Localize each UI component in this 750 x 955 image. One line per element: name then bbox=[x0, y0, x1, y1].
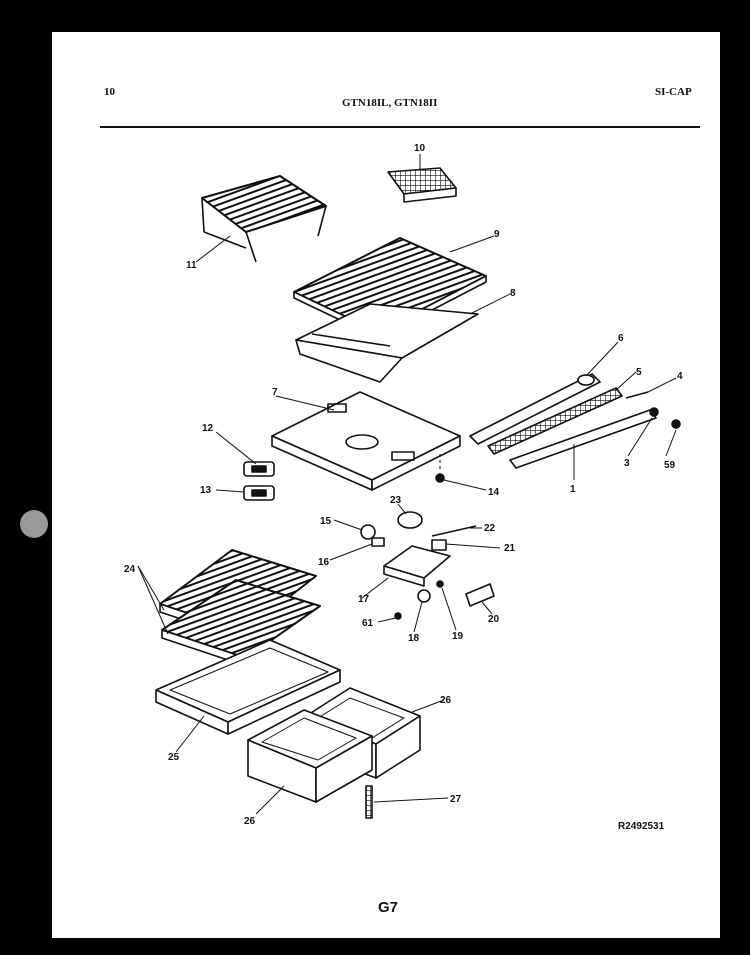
callout-6: 6 bbox=[618, 333, 624, 344]
part-25-crisper-cover bbox=[155, 639, 341, 735]
callout-19: 19 bbox=[452, 631, 464, 642]
part-4-rod bbox=[625, 391, 649, 399]
callout-59: 59 bbox=[664, 460, 676, 471]
part-8-divider-plate bbox=[295, 303, 479, 383]
callout-21: 21 bbox=[504, 543, 516, 554]
part-26-crisper-drawer-left bbox=[247, 709, 373, 803]
part-22-capillary bbox=[431, 525, 477, 537]
callout-61: 61 bbox=[362, 618, 374, 629]
callout-16: 16 bbox=[318, 557, 330, 568]
part-14-screw bbox=[435, 473, 445, 483]
callout-5: 5 bbox=[636, 367, 642, 378]
callout-18: 18 bbox=[408, 633, 420, 644]
callout-9: 9 bbox=[494, 229, 500, 240]
header-right-code: SI-CAP bbox=[655, 86, 692, 98]
part-20-bracket bbox=[465, 583, 495, 607]
part-15-bulb bbox=[360, 524, 376, 540]
callout-20: 20 bbox=[488, 614, 500, 625]
part-27-rod bbox=[365, 785, 373, 819]
callout-26-upper: 26 bbox=[440, 695, 452, 706]
callout-8: 8 bbox=[510, 288, 516, 299]
parts-sheet bbox=[52, 32, 720, 938]
callout-27: 27 bbox=[450, 794, 462, 805]
callout-24: 24 bbox=[124, 564, 136, 575]
part-21-control bbox=[431, 539, 447, 551]
callout-4: 4 bbox=[677, 371, 683, 382]
part-61-screw bbox=[394, 612, 402, 620]
part-59-screw bbox=[671, 419, 681, 429]
part-6-rail bbox=[469, 373, 601, 445]
part-19-screw bbox=[436, 580, 444, 588]
part-11-wire-rack bbox=[201, 175, 327, 263]
callout-3: 3 bbox=[624, 458, 630, 469]
callout-22: 22 bbox=[484, 523, 496, 534]
header-left-code: 10 bbox=[104, 86, 115, 98]
part-23-knob bbox=[397, 511, 423, 529]
part-16-socket bbox=[371, 537, 385, 547]
callout-labels: 10 11 9 8 7 6 5 4 1 3 59 12 13 14 15 23 … bbox=[124, 143, 683, 827]
callout-11: 11 bbox=[186, 260, 197, 271]
part-3-screw bbox=[649, 407, 659, 417]
leader-lines bbox=[137, 154, 677, 815]
header-rule bbox=[100, 126, 700, 128]
callout-13: 13 bbox=[200, 485, 212, 496]
callout-15: 15 bbox=[320, 516, 332, 527]
part-10-vent-grille bbox=[387, 167, 457, 203]
callout-26-lower: 26 bbox=[244, 816, 256, 827]
callout-23: 23 bbox=[390, 495, 402, 506]
callout-7: 7 bbox=[272, 387, 278, 398]
part-7-top-panel bbox=[271, 391, 461, 491]
part-5-grille-rail bbox=[487, 387, 623, 455]
part-17-control-housing bbox=[383, 545, 451, 587]
callout-14: 14 bbox=[488, 487, 500, 498]
scan-blot bbox=[20, 510, 48, 538]
part-18-ring bbox=[417, 589, 431, 603]
reference-number: R2492531 bbox=[618, 821, 665, 832]
header-models: GTN18IL, GTN18II bbox=[342, 97, 438, 109]
callout-12: 12 bbox=[202, 423, 214, 434]
part-12-hinge bbox=[243, 461, 275, 477]
page-label: G7 bbox=[378, 899, 399, 916]
callout-25: 25 bbox=[168, 752, 180, 763]
part-1-trim-strip bbox=[509, 409, 657, 469]
callout-1: 1 bbox=[570, 484, 576, 495]
part-13-hinge bbox=[243, 485, 275, 501]
callout-17: 17 bbox=[358, 594, 370, 605]
callout-10: 10 bbox=[414, 143, 426, 154]
